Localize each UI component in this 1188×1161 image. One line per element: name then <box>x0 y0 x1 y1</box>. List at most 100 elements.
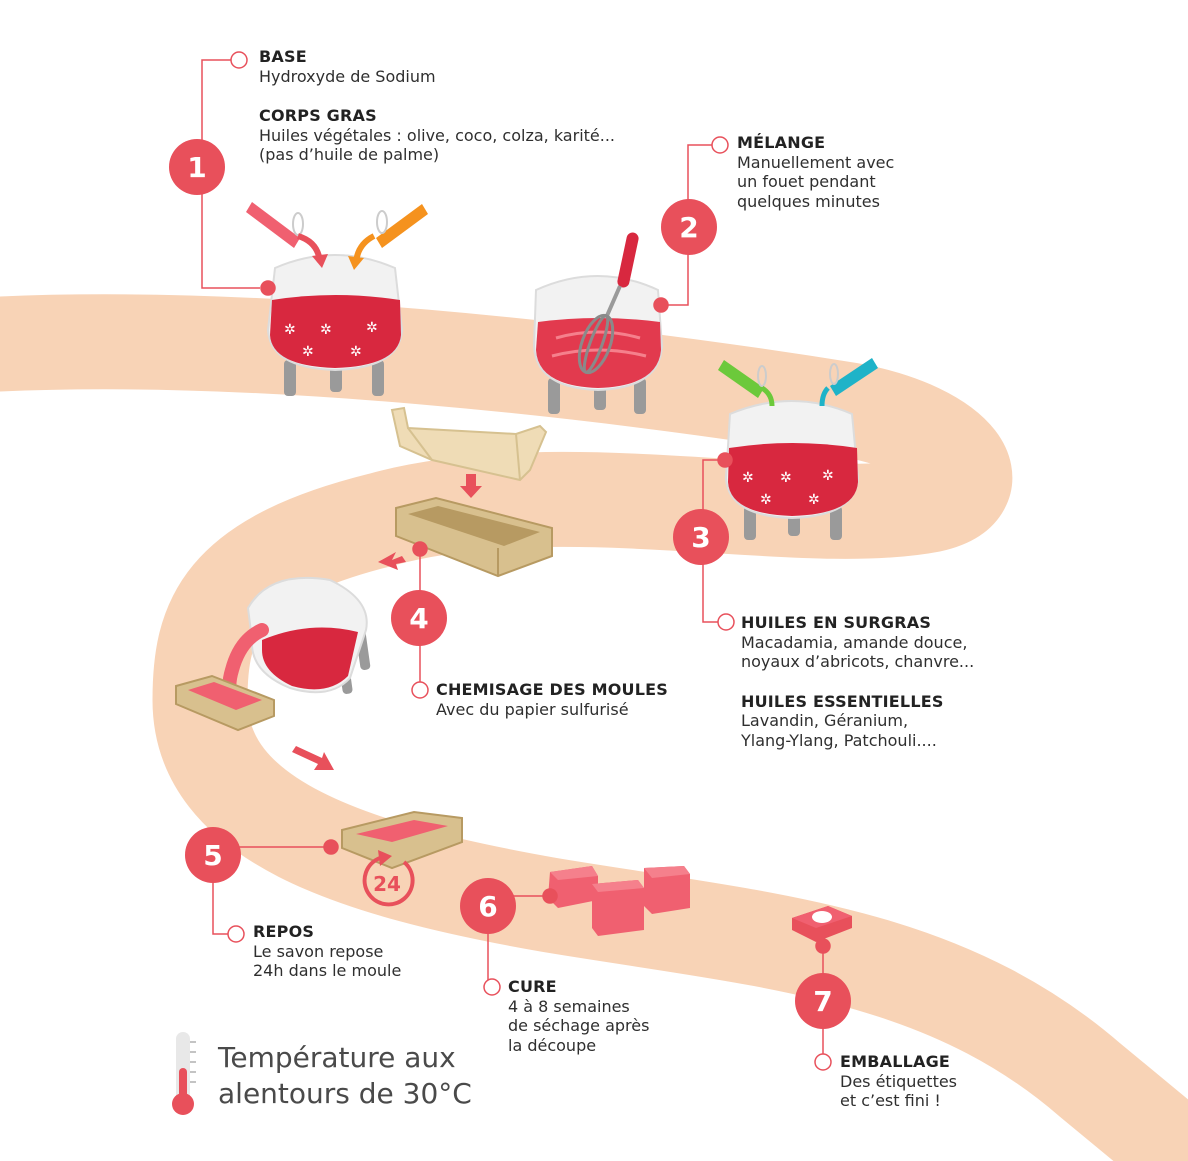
step5-line: Le savon repose <box>253 941 384 961</box>
step5-line: 24h dans le moule <box>253 961 402 980</box>
whisk-icon <box>577 232 639 375</box>
step-badges: 1 2 3 4 5 6 7 <box>169 139 851 1029</box>
step6-title: CURE <box>508 977 557 996</box>
connector-ring-step4 <box>411 681 429 699</box>
step1-line: Hydroxyde de Sodium <box>259 66 436 86</box>
step1-bowl-illustration: ✲✲✲ ✲✲ <box>266 254 404 396</box>
step-badge-circle <box>661 199 717 255</box>
timer-label: 24 <box>373 872 401 896</box>
connector-dot-step4 <box>412 541 428 557</box>
connector-ring-step6 <box>483 978 501 996</box>
beaker-orange-icon <box>348 204 428 270</box>
step-number: 2 <box>679 211 698 244</box>
step3-title-essentielles: HUILES ESSENTIELLES <box>741 691 944 711</box>
step3-title-surgras: HUILES EN SURGRAS <box>741 613 932 632</box>
step4-line: Avec du papier sulfurisé <box>436 699 629 719</box>
bowl-leg <box>744 506 756 540</box>
step-number: 3 <box>691 521 710 554</box>
bowl-leg <box>330 366 342 392</box>
step-badge-2: 2 <box>661 199 717 255</box>
step5-text: REPOS Le savon repose 24h dans le moule <box>253 922 401 981</box>
step3-bowl-illustration: ✲✲✲ ✲✲ <box>724 400 860 540</box>
step1-title-base: BASE <box>259 47 307 66</box>
pouring-bowl-illustration <box>222 576 371 707</box>
empty-mold-illustration <box>395 496 553 578</box>
connector-ring-step2 <box>711 136 729 154</box>
step2-line: quelques minutes <box>737 191 880 211</box>
step2-title: MÉLANGE <box>737 133 826 152</box>
temperature-note: Température aux alentours de 30°C <box>218 1040 472 1112</box>
step7-title: EMBALLAGE <box>840 1052 951 1071</box>
bowl-leg <box>548 378 560 414</box>
step-badge-1: 1 <box>169 139 225 195</box>
bowl-leg <box>830 506 842 540</box>
step1-title-corps-gras: CORPS GRAS <box>259 106 377 125</box>
svg-text:✲: ✲ <box>760 492 772 508</box>
connector-lines <box>201 51 832 1071</box>
step-badge-circle <box>169 139 225 195</box>
arrow-down-icon <box>460 474 482 498</box>
step7-line: et c’est fini ! <box>840 1091 941 1110</box>
svg-text:✲: ✲ <box>742 470 754 486</box>
step-number: 1 <box>187 151 206 184</box>
step-badge-5: 5 <box>185 827 241 883</box>
svg-text:✲: ✲ <box>822 468 834 484</box>
step-badge-circle <box>185 827 241 883</box>
step-badge-circle <box>460 878 516 934</box>
svg-text:✲: ✲ <box>808 492 820 508</box>
step-badge-3: 3 <box>673 509 729 565</box>
bowl-leg <box>372 360 384 396</box>
step3-line: Ylang-Ylang, Patchouli.... <box>741 730 937 750</box>
filled-mold-2-illustration <box>341 810 463 870</box>
step3-line: Macadamia, amande douce, <box>741 632 968 652</box>
step6-line: la découpe <box>508 1035 597 1055</box>
bowl-leg <box>634 378 646 414</box>
connector-dot-step3 <box>717 452 733 468</box>
connector-dot-step1 <box>260 280 276 296</box>
step1-text: BASE Hydroxyde de Sodium CORPS GRAS Huil… <box>259 47 615 165</box>
timer-24-icon: 24 <box>362 850 415 907</box>
step2-line: Manuellement avec <box>737 152 895 172</box>
step-number: 7 <box>813 985 832 1018</box>
step2-line: un fouet pendant <box>737 172 876 191</box>
step6-text: CURE 4 à 8 semaines de séchage après la … <box>508 977 649 1055</box>
connector-dot-step5 <box>323 839 339 855</box>
connector-ring-step7 <box>814 1053 832 1071</box>
parchment-paper-illustration <box>390 406 548 482</box>
connector-ring-step3 <box>717 613 735 631</box>
filled-mold-1-illustration <box>175 674 275 732</box>
bowl-soap <box>270 295 401 368</box>
connector-dot-step2 <box>653 297 669 313</box>
bowl-soap <box>262 627 358 690</box>
step1-line: (pas d’huile de palme) <box>259 145 440 164</box>
step-badge-circle <box>673 509 729 565</box>
step-badge-6: 6 <box>460 878 516 934</box>
temperature-line-1: Température aux <box>218 1041 456 1074</box>
step3-line: Lavandin, Géranium, <box>741 711 909 730</box>
packaged-soap-illustration <box>792 906 852 942</box>
bowl-soap <box>728 443 858 516</box>
step4-title: CHEMISAGE DES MOULES <box>436 680 668 699</box>
beaker-teal-icon <box>819 358 878 407</box>
step3-line: noyaux d’abricots, chanvre... <box>741 652 975 671</box>
step7-line: Des étiquettes <box>840 1071 958 1091</box>
thermometer-icon <box>172 1032 196 1115</box>
connector-line-step5 <box>212 846 331 935</box>
connector-dot-step7 <box>815 938 831 954</box>
step7-text: EMBALLAGE Des étiquettes et c’est fini ! <box>840 1052 957 1111</box>
connector-ring-step1 <box>230 51 248 69</box>
step4-text: CHEMISAGE DES MOULES Avec du papier sulf… <box>436 680 668 719</box>
svg-text:✲: ✲ <box>302 344 314 360</box>
step-badge-circle <box>391 590 447 646</box>
step-badge-7: 7 <box>795 973 851 1029</box>
svg-text:✲: ✲ <box>366 320 378 336</box>
temperature-line-2: alentours de 30°C <box>218 1077 472 1110</box>
connector-ring-step5 <box>227 925 245 943</box>
svg-text:✲: ✲ <box>350 344 362 360</box>
step-number: 5 <box>203 839 222 872</box>
step1-line: Huiles végétales : olive, coco, colza, k… <box>259 125 616 145</box>
step-badge-4: 4 <box>391 590 447 646</box>
connector-dot-step6 <box>542 888 558 904</box>
step-badge-circle <box>795 973 851 1029</box>
